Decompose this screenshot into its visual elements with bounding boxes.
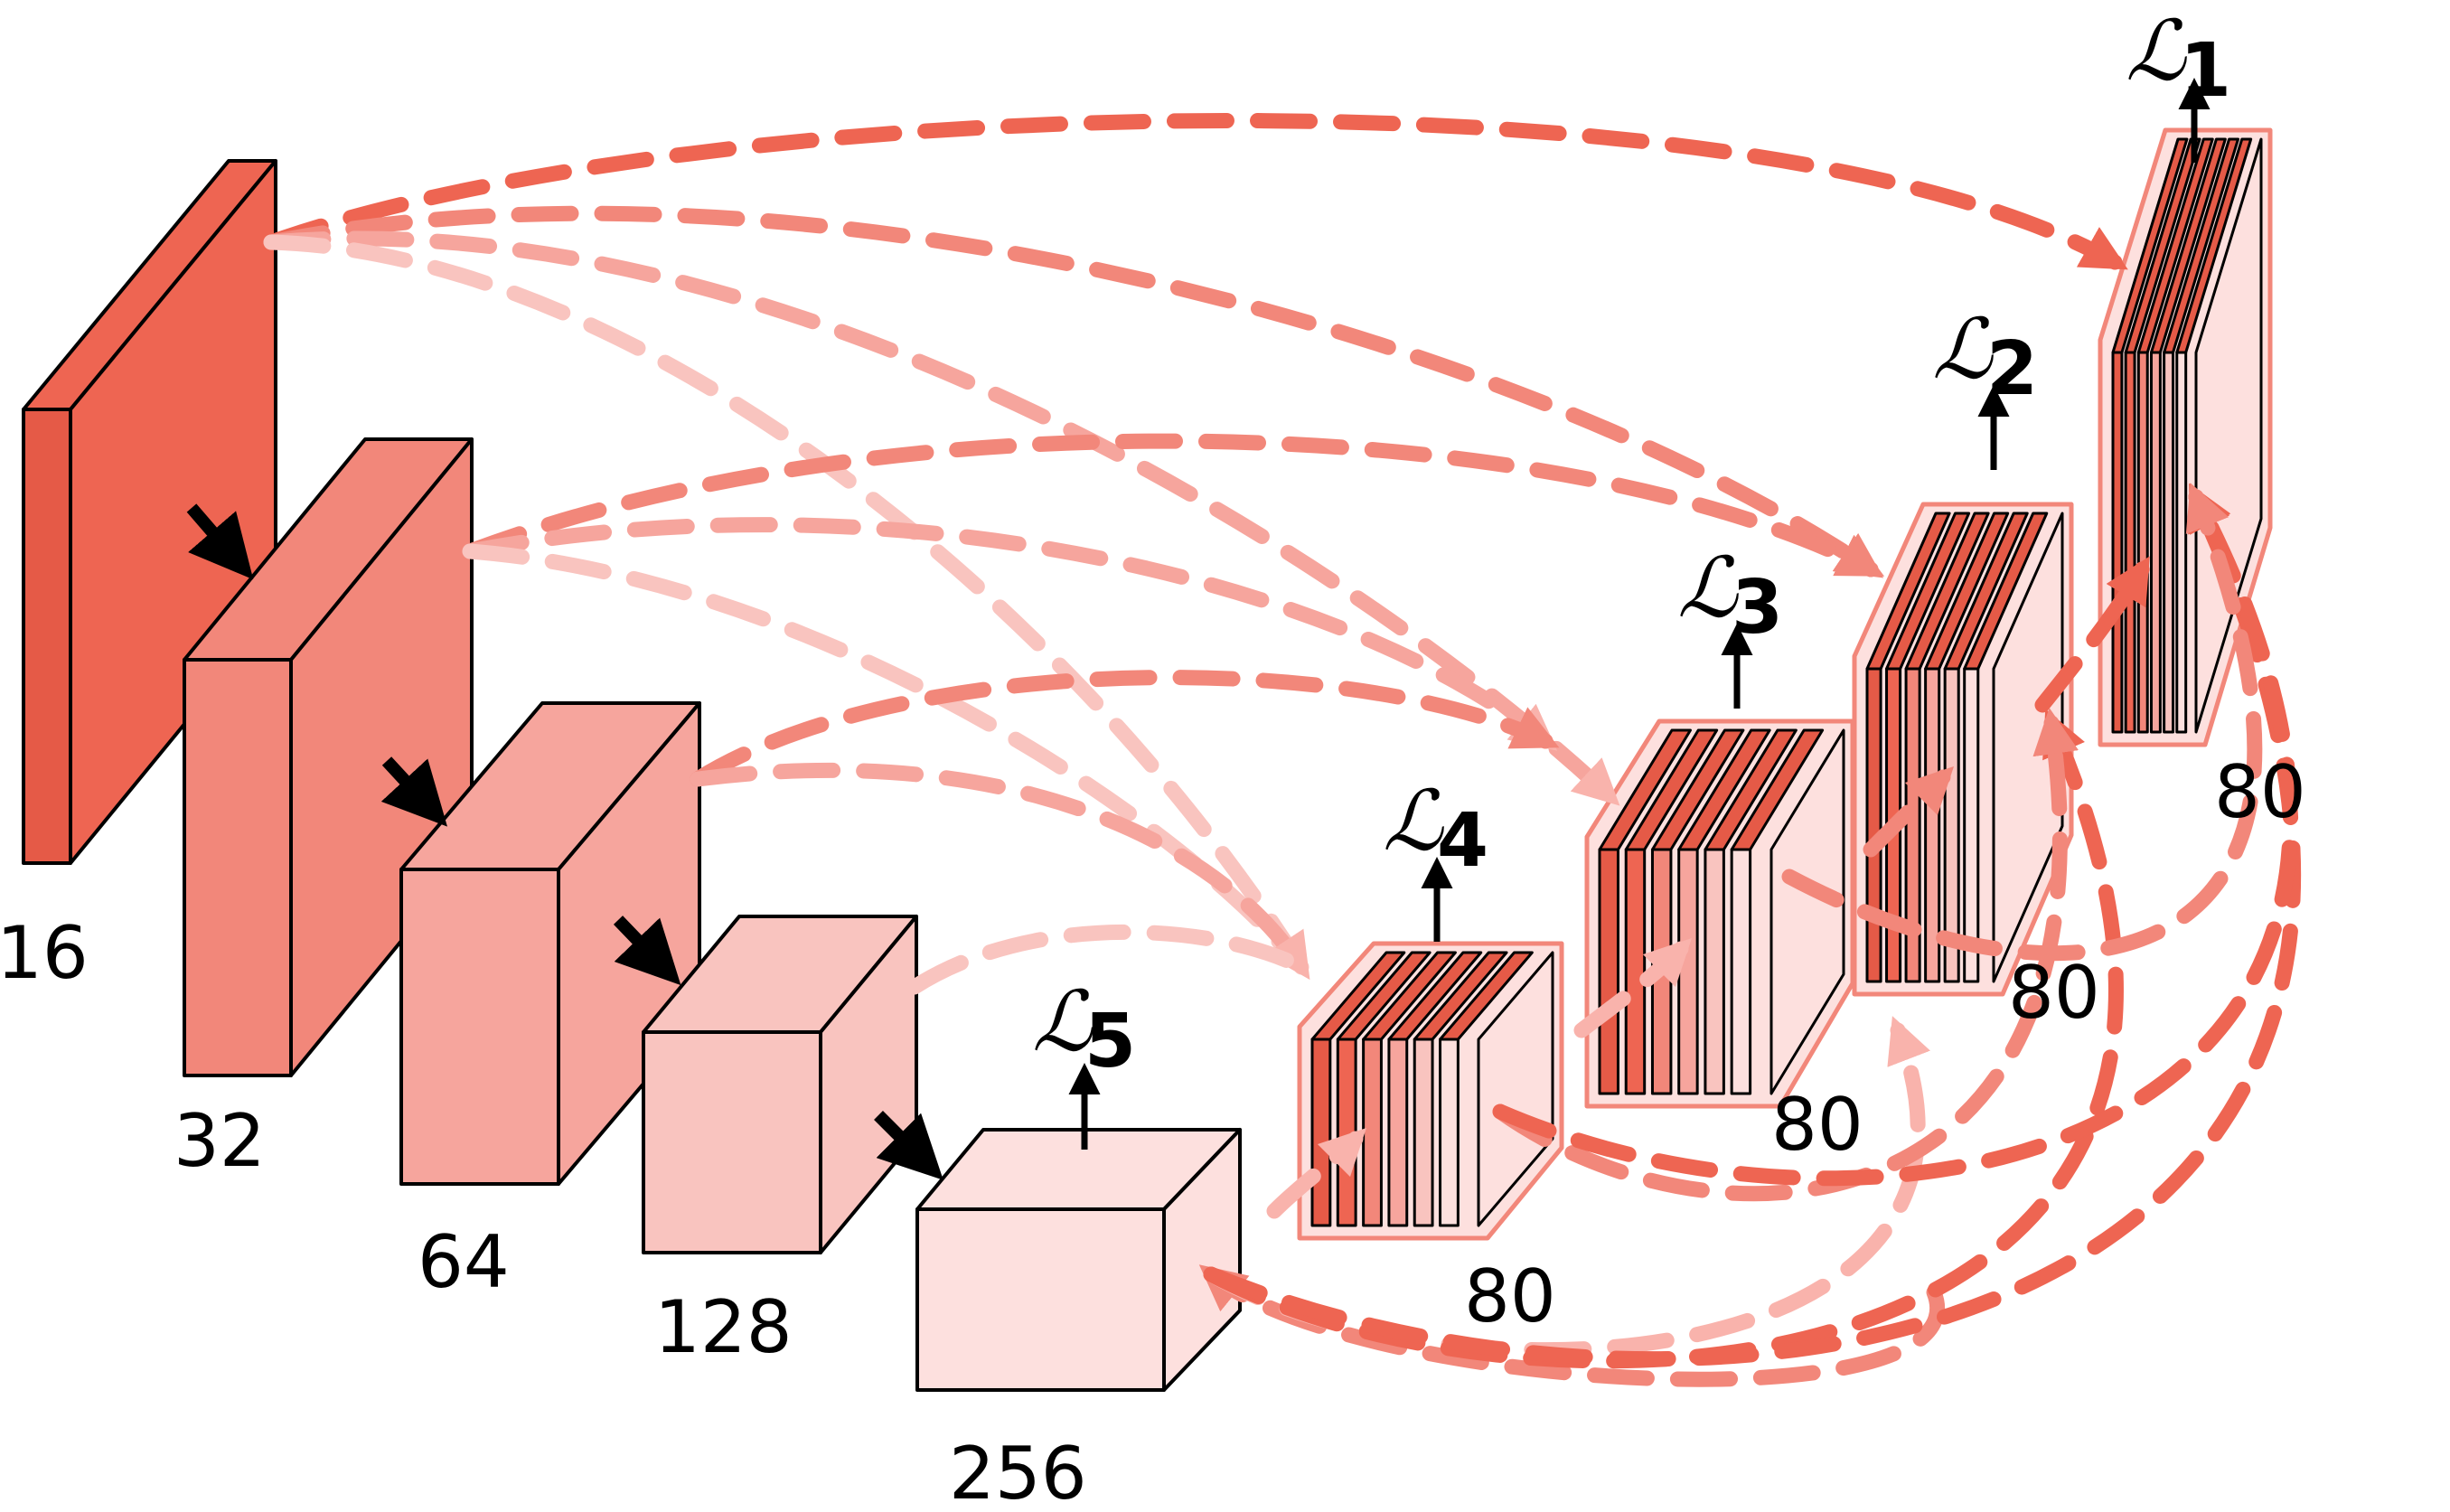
loss-label-L2: ℒ 2 [1932, 301, 2038, 412]
feature-map-front [2149, 351, 2162, 734]
encoder-label-32: 32 [174, 1099, 266, 1183]
decoder-side-face [2194, 137, 2263, 734]
feature-map-front [1865, 667, 1882, 983]
feature-map-front [1677, 848, 1699, 1095]
svg-text:ℒ: ℒ [1032, 973, 1094, 1070]
encoder-block-32 [183, 437, 474, 1077]
feature-map-front [1439, 1038, 1460, 1227]
dashed-arrow-icon [1781, 483, 2263, 962]
feature-map-front [1598, 848, 1619, 1095]
decoder-block-d3 [1584, 718, 1855, 1109]
encoder-label-256: 256 [949, 1432, 1087, 1512]
encoder-block-128 [642, 915, 918, 1254]
dashed-arrow-icon [263, 205, 1884, 578]
feature-map-front [1413, 1038, 1434, 1227]
encoder-block-256 [915, 1128, 1242, 1392]
svg-text:ℒ: ℒ [1383, 773, 1444, 869]
feature-map-front [1730, 848, 1752, 1095]
encoder-label-128: 128 [654, 1285, 793, 1369]
feature-map-front [1310, 1038, 1332, 1227]
feature-map-front [1963, 667, 1980, 983]
loss-label-L1: ℒ 1 [2126, 3, 2231, 114]
feature-map-front [2175, 351, 2188, 734]
down-arrow-icon [874, 1111, 943, 1180]
dashed-arrow-icon [690, 762, 1310, 981]
svg-text:1: 1 [2180, 28, 2231, 114]
decoder-block-d2 [1852, 502, 2074, 997]
svg-text:5: 5 [1084, 999, 1136, 1085]
dashed-arrow-icon [690, 670, 1560, 787]
dashed-arrow-icon [1203, 483, 2302, 1367]
feature-map-front [1943, 667, 1960, 983]
dashed-arrow-icon [1266, 1127, 1367, 1219]
decoder-side-face [1769, 728, 1845, 1095]
decoder-label-d2: 80 [2008, 951, 2100, 1035]
down-arrow-icon [186, 503, 254, 580]
svg-text:ℒ: ℒ [2126, 3, 2187, 99]
decoder-label-d1: 80 [2214, 750, 2306, 834]
loss-label-L4: ℒ 4 [1383, 773, 1488, 884]
feature-map-front [1704, 848, 1725, 1095]
feature-map-front [2111, 351, 2124, 734]
svg-text:4: 4 [1437, 798, 1488, 884]
dashed-arrow-icon [906, 924, 1309, 995]
loss-arrows [1068, 78, 2211, 1150]
feature-map-front [2163, 351, 2175, 734]
loss-label-L3: ℒ 3 [1677, 540, 1783, 651]
decoder-blocks [1297, 127, 2273, 1241]
feature-map-front [1624, 848, 1647, 1095]
decoder-label-d4: 80 [1464, 1254, 1556, 1338]
dashed-arrow-icon [1863, 765, 1955, 858]
decoder-side-face [1992, 512, 2064, 983]
feature-map-front [1904, 667, 1921, 983]
encoder-label-64: 64 [418, 1220, 510, 1304]
svg-text:ℒ: ℒ [1677, 540, 1739, 636]
feature-map-front [1387, 1038, 1409, 1227]
encoder-block-16 [22, 159, 277, 865]
feature-map-front [2124, 351, 2136, 734]
svg-text:ℒ: ℒ [1932, 301, 1994, 398]
dashed-arrow-icon [1492, 483, 2298, 1187]
feature-map-front [2136, 351, 2149, 734]
dashed-arrow-icon [263, 113, 2128, 270]
dashed-arrow-icon [462, 433, 1885, 578]
downsample-arrows [186, 503, 943, 1180]
down-arrow-icon [380, 756, 447, 827]
dashed-arrow-icon [263, 230, 1620, 806]
svg-text:3: 3 [1732, 565, 1783, 651]
decoder-label-d3: 80 [1771, 1083, 1863, 1167]
down-arrow-icon [613, 916, 681, 986]
dashed-arrow-icon [1573, 937, 1693, 1038]
feature-map-front [1924, 667, 1941, 983]
encoder-label-16: 16 [0, 911, 89, 995]
dashed-arrow-icon [462, 543, 1309, 975]
feature-map-front [1362, 1038, 1383, 1227]
loss-label-L5: ℒ 5 [1032, 973, 1136, 1085]
dashed-arrow-icon [462, 517, 1558, 751]
svg-text:2: 2 [1986, 326, 2038, 412]
decoder-side-face [1477, 951, 1554, 1227]
dashed-arrow-icon [1492, 708, 2079, 1202]
skip-connections [263, 113, 2302, 1387]
decoder-block-d4 [1297, 941, 1564, 1241]
dashed-arrow-icon [2034, 556, 2150, 713]
